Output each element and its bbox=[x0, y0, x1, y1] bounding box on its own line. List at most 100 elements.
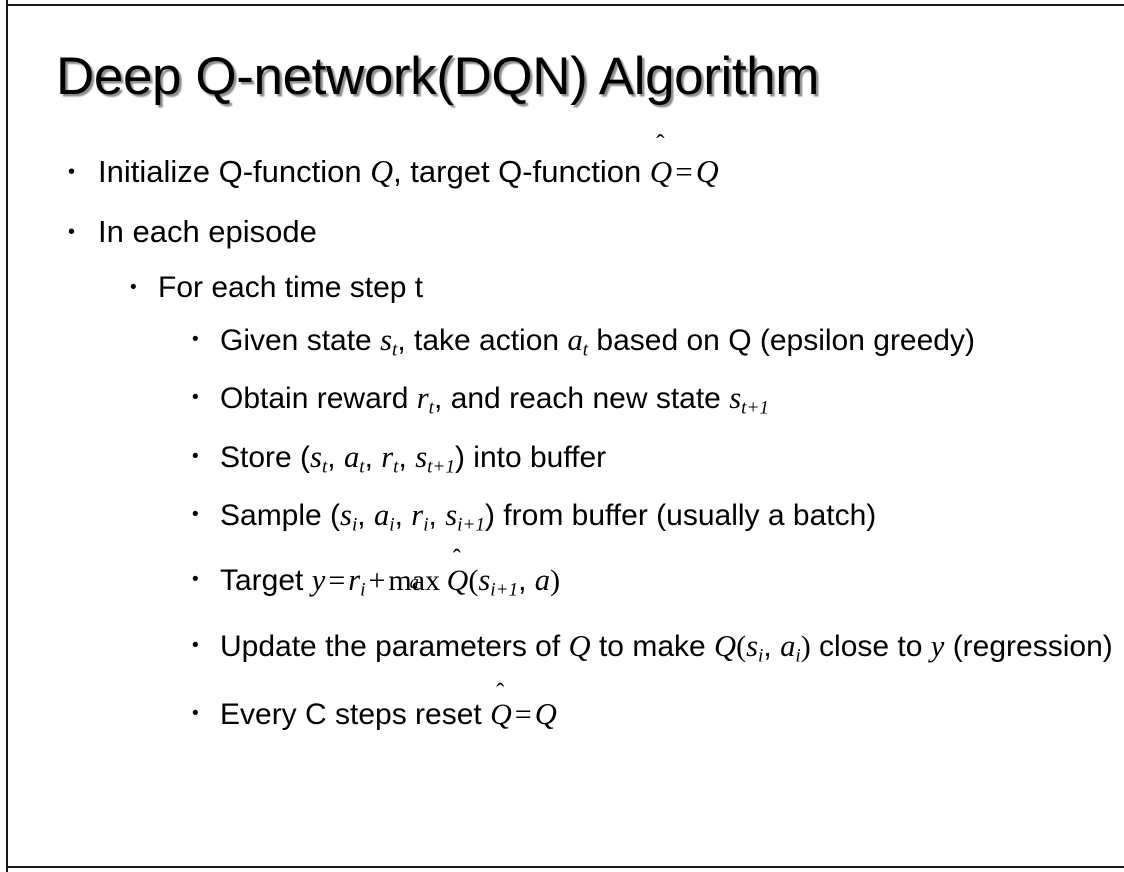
text-run: Initialize Q-function bbox=[98, 154, 371, 189]
math-subscript-t: t bbox=[582, 339, 589, 361]
text-run: Target bbox=[220, 563, 312, 597]
text-run: , and reach new state bbox=[434, 382, 730, 416]
math-var-s: s bbox=[746, 628, 759, 663]
list-item-text: Sample (si, ai, ri, si+1) from buffer (u… bbox=[220, 491, 1124, 549]
bullet-list-level1: • Initialize Q-function Q, target Q-func… bbox=[0, 142, 1124, 739]
math-r-i: ri bbox=[411, 498, 428, 535]
text-run: Obtain reward bbox=[220, 382, 417, 416]
separator: , bbox=[518, 563, 535, 597]
math-paren-open: ( bbox=[468, 563, 479, 597]
list-item-text: Update the parameters of Q to make Q(si,… bbox=[220, 622, 1124, 680]
text-run: ) from buffer (usually a batch) bbox=[484, 499, 877, 533]
text-run: Sample ( bbox=[220, 499, 341, 533]
slide-body: • Initialize Q-function Q, target Q-func… bbox=[0, 142, 1124, 739]
math-s-i1: si+1 bbox=[445, 498, 485, 535]
separator: , bbox=[398, 440, 416, 474]
math-subscript: t+1 bbox=[427, 456, 455, 478]
math-var-r: r bbox=[348, 562, 361, 597]
math-var-q-base: Q bbox=[446, 563, 469, 597]
bullet-glyph-icon: • bbox=[192, 387, 199, 409]
bullet-glyph-icon: • bbox=[68, 161, 76, 183]
math-subscript-t: t bbox=[428, 397, 435, 419]
slide-border-left bbox=[6, 0, 8, 872]
text-run: Store ( bbox=[220, 440, 311, 474]
text-run: close to bbox=[810, 629, 931, 663]
text-run: Given state bbox=[220, 324, 381, 357]
math-var-s: s bbox=[310, 439, 322, 474]
separator: , bbox=[394, 499, 412, 533]
math-paren-close: ) bbox=[800, 629, 811, 663]
math-var-s: s bbox=[415, 439, 428, 474]
math-equals: = bbox=[675, 154, 693, 189]
list-item-text: Every C steps reset ̂Q=Q bbox=[220, 690, 1124, 739]
list-item-initialize: • Initialize Q-function Q, target Q-func… bbox=[68, 142, 1124, 202]
list-item-text: Store (st, at, rt, st+1) into buffer bbox=[220, 433, 1124, 491]
math-var-q: Q bbox=[534, 697, 557, 732]
math-var-s: s bbox=[340, 498, 352, 533]
math-var-r: r bbox=[416, 381, 429, 416]
math-s-i: si bbox=[340, 498, 357, 535]
page-title: Deep Q-network(DQN) Algorithm bbox=[56, 47, 820, 106]
math-var-s: s bbox=[729, 381, 742, 416]
list-item-text: Target y=ri+maxâQ(si+1, a) bbox=[220, 556, 1124, 614]
math-a-t: at bbox=[344, 440, 365, 478]
math-subscript: t bbox=[321, 456, 328, 478]
separator: , bbox=[364, 440, 382, 474]
math-var-q: Q bbox=[370, 154, 394, 189]
math-s-i: si bbox=[746, 628, 764, 667]
math-var-q-hat: ̂Q bbox=[490, 691, 512, 739]
math-subscript: i bbox=[423, 514, 429, 536]
list-item-given-state: • Given state st, take action at based o… bbox=[192, 316, 1124, 374]
list-item-text: Obtain reward rt, and reach new state st… bbox=[220, 374, 1124, 432]
text-run: Every C steps reset bbox=[220, 698, 491, 732]
list-item-text: Given state st, take action at based on … bbox=[220, 316, 1124, 374]
math-var-a: a bbox=[567, 323, 583, 357]
bullet-glyph-icon: • bbox=[192, 329, 199, 350]
math-var-q2: Q bbox=[695, 154, 719, 189]
math-subscript: i+1 bbox=[457, 514, 485, 536]
math-var-y: y bbox=[311, 562, 326, 597]
list-item-text: For each time step t bbox=[158, 271, 424, 304]
list-item-in-each-episode: • In each episode bbox=[68, 202, 1124, 262]
bullet-glyph-icon: • bbox=[192, 568, 199, 590]
list-item-obtain-reward: • Obtain reward rt, and reach new state … bbox=[192, 374, 1124, 432]
math-var-q-base: Q bbox=[649, 154, 673, 189]
text-run: to make bbox=[590, 629, 715, 663]
list-item-sample: • Sample (si, ai, ri, si+1) from buffer … bbox=[192, 491, 1124, 549]
bullet-glyph-icon: • bbox=[192, 445, 199, 467]
math-plus: + bbox=[368, 563, 386, 597]
math-var-q: Q bbox=[568, 628, 591, 663]
text-run: ) into buffer bbox=[454, 440, 607, 474]
math-equals: = bbox=[514, 698, 532, 732]
list-item-target: • Target y=ri+maxâQ(si+1, a) bbox=[192, 556, 1124, 614]
math-operator-underscript: a bbox=[409, 571, 419, 593]
bullet-glyph-icon: • bbox=[192, 703, 199, 725]
list-item-for-each-time-step: • For each time step t bbox=[130, 262, 1124, 314]
math-a-i: ai bbox=[780, 629, 801, 666]
math-operator-label: max bbox=[388, 563, 441, 597]
math-paren-close: ) bbox=[550, 563, 561, 597]
separator: , bbox=[327, 440, 344, 474]
bullet-glyph-icon: • bbox=[130, 277, 137, 298]
math-subscript-t-plus-1: t+1 bbox=[741, 397, 769, 419]
math-subscript: i bbox=[758, 645, 764, 667]
math-r-t: rt bbox=[381, 439, 398, 477]
math-subscript: i bbox=[360, 578, 366, 600]
bullet-glyph-icon: • bbox=[192, 504, 199, 526]
math-var-q2: Q bbox=[714, 628, 737, 663]
math-a-t: at bbox=[567, 323, 589, 361]
separator: , bbox=[763, 629, 781, 663]
math-var-r: r bbox=[411, 498, 424, 533]
math-subscript: i bbox=[351, 514, 358, 536]
text-run: , take action bbox=[397, 324, 568, 357]
text-run: based on Q (epsilon greedy) bbox=[588, 324, 975, 357]
math-var-r: r bbox=[381, 439, 394, 474]
math-var-a: a bbox=[534, 562, 551, 597]
list-item-update: • Update the parameters of Q to make Q(s… bbox=[192, 622, 1124, 680]
list-item-every-c-steps: • Every C steps reset ̂Q=Q bbox=[192, 690, 1124, 739]
math-subscript: t bbox=[359, 456, 365, 478]
separator: , bbox=[357, 499, 374, 533]
math-s-t1: st+1 bbox=[729, 381, 769, 418]
